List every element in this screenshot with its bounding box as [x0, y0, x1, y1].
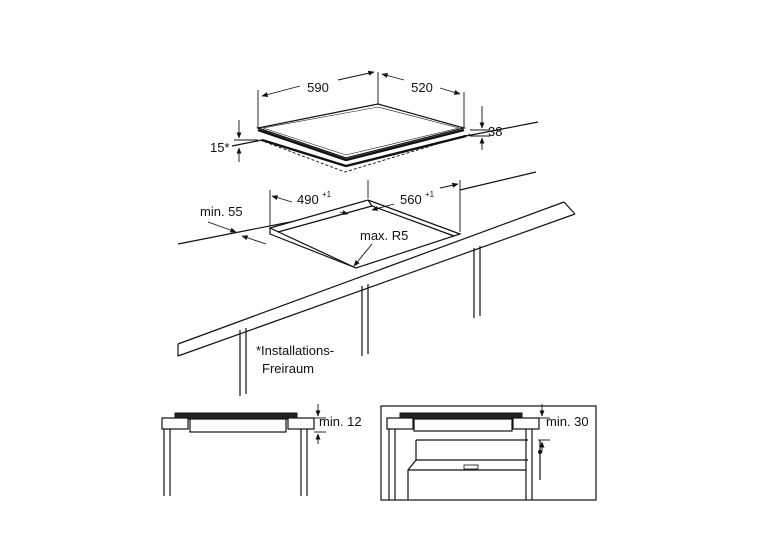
- hob-glass-top: [255, 103, 467, 159]
- dim-min-front: min. 55: [200, 204, 243, 219]
- countertop-drawing: [177, 171, 576, 396]
- dim-cutout-width-tol: +1: [322, 190, 332, 199]
- cutout-opening: [268, 199, 462, 269]
- dim-hob-width: 590: [307, 80, 329, 95]
- note-line-2: Freiraum: [262, 361, 314, 376]
- dim-min-clear-drawer: min. 12: [319, 414, 362, 429]
- dim-cutout-depth: 560: [400, 192, 422, 207]
- section-oven: [380, 404, 597, 501]
- hob-dimension-lines: [234, 70, 490, 162]
- note-line-1: *Installations-: [256, 343, 334, 358]
- dim-hob-depth: 520: [411, 80, 433, 95]
- dim-cutout-depth-tol: +1: [425, 190, 435, 199]
- dim-cutout-width: 490: [297, 192, 319, 207]
- section-drawer: [161, 404, 326, 496]
- dim-corner-radius: max. R5: [360, 228, 408, 243]
- dim-hob-height: 38: [488, 124, 502, 139]
- hob-drawing: [255, 103, 471, 173]
- dim-glass-edge: 15*: [210, 140, 230, 155]
- cutout-dimension-lines: [207, 180, 461, 267]
- dim-min-clear-oven: min. 30: [546, 414, 589, 429]
